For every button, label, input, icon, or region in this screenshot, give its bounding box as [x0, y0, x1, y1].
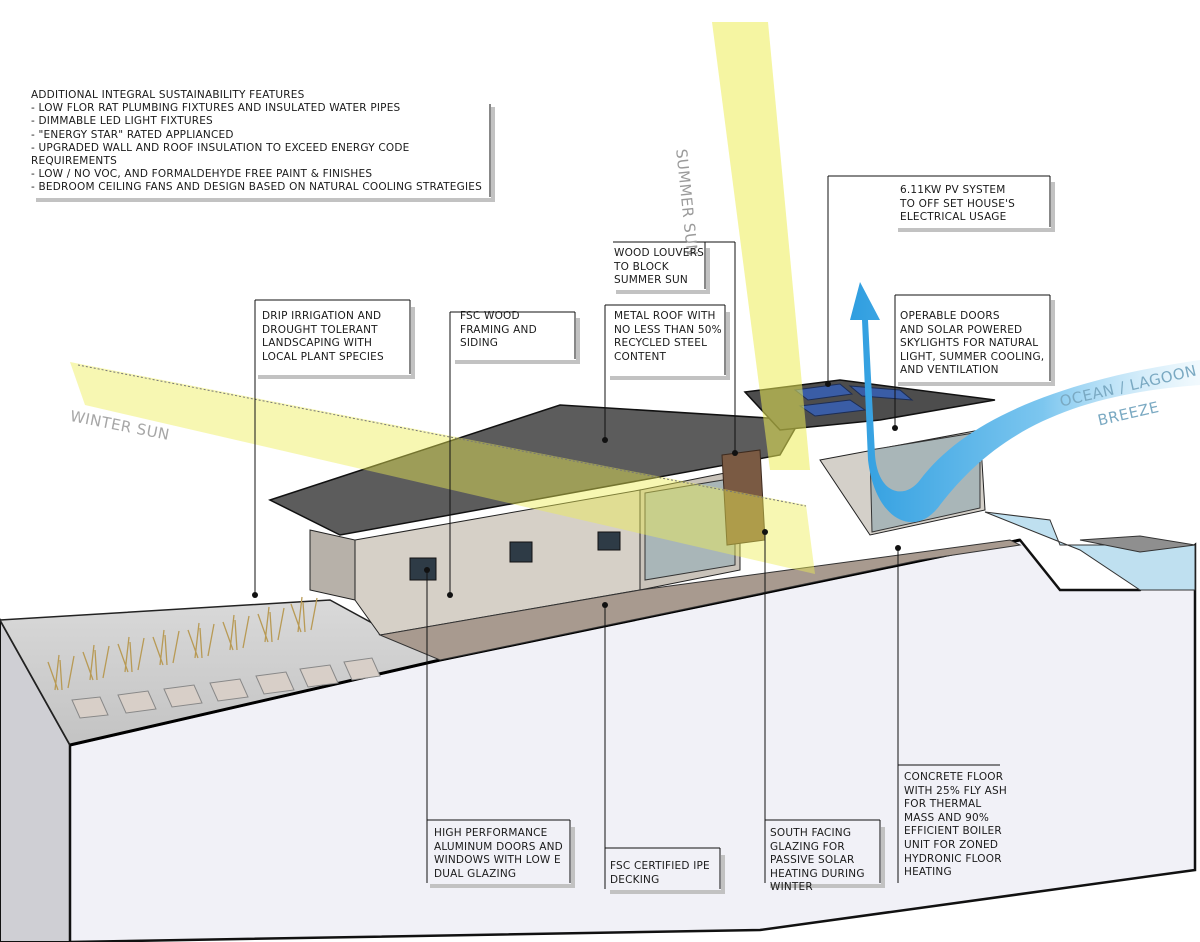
callout-concrete-floor: CONCRETE FLOOR WITH 25% FLY ASH FOR THER… [904, 771, 1007, 879]
callout-south-glazing: SOUTH FACING GLAZING FOR PASSIVE SOLAR H… [770, 827, 865, 894]
callout-operable-doors: OPERABLE DOORS AND SOLAR POWERED SKYLIGH… [900, 310, 1045, 377]
sustainability-features-list: ADDITIONAL INTEGRAL SUSTAINABILITY FEATU… [31, 89, 482, 195]
feature-line: - DIMMABLE LED LIGHT FIXTURES [31, 115, 213, 128]
stepping-stones [71, 657, 381, 719]
callout-pv-system: 6.11kW PV SYSTEM TO OFF SET HOUSE'S ELEC… [900, 184, 1016, 224]
feature-line: REQUIREMENTS [31, 155, 117, 168]
pool [984, 511, 1196, 591]
callout-wood-louvers: WOOD LOUVERS TO BLOCK SUMMER SUN [614, 247, 704, 287]
winter-sun-beam [70, 362, 815, 574]
feature-line: - LOW FLOR RAT PLUMBING FIXTURES AND INS… [31, 102, 401, 115]
callout-ipe-decking: FSC CERTIFIED IPE DECKING [610, 860, 710, 886]
callout-metal-roof: METAL ROOF WITH NO LESS THAN 50% RECYCLE… [614, 310, 722, 363]
ocean-breeze-arrow [850, 282, 1200, 523]
callout-aluminum-doors: HIGH PERFORMANCE ALUMINUM DOORS AND WIND… [434, 827, 563, 880]
callout-frames [36, 104, 1055, 894]
callout-drip-irrigation: DRIP IRRIGATION AND DROUGHT TOLERANT LAN… [262, 310, 384, 363]
house-windows [409, 531, 621, 581]
feature-line: - LOW / NO VOC, AND FORMALDEHYDE FREE PA… [31, 168, 373, 181]
features-heading: ADDITIONAL INTEGRAL SUSTAINABILITY FEATU… [31, 89, 305, 101]
drought-tolerant-planting [47, 596, 318, 691]
summer-sun-beam [712, 22, 810, 470]
feature-line: - BEDROOM CEILING FANS AND DESIGN BASED … [31, 181, 482, 194]
winter-sun-ray [77, 364, 807, 507]
feature-line: - UPGRADED WALL AND ROOF INSULATION TO E… [31, 141, 410, 154]
deck [378, 539, 1022, 661]
site-section [0, 538, 1197, 942]
feature-line: - "ENERGY STAR" RATED APPLIANCED [31, 128, 234, 141]
callout-fsc-wood: FSC WOOD FRAMING AND SIDING [460, 310, 537, 350]
